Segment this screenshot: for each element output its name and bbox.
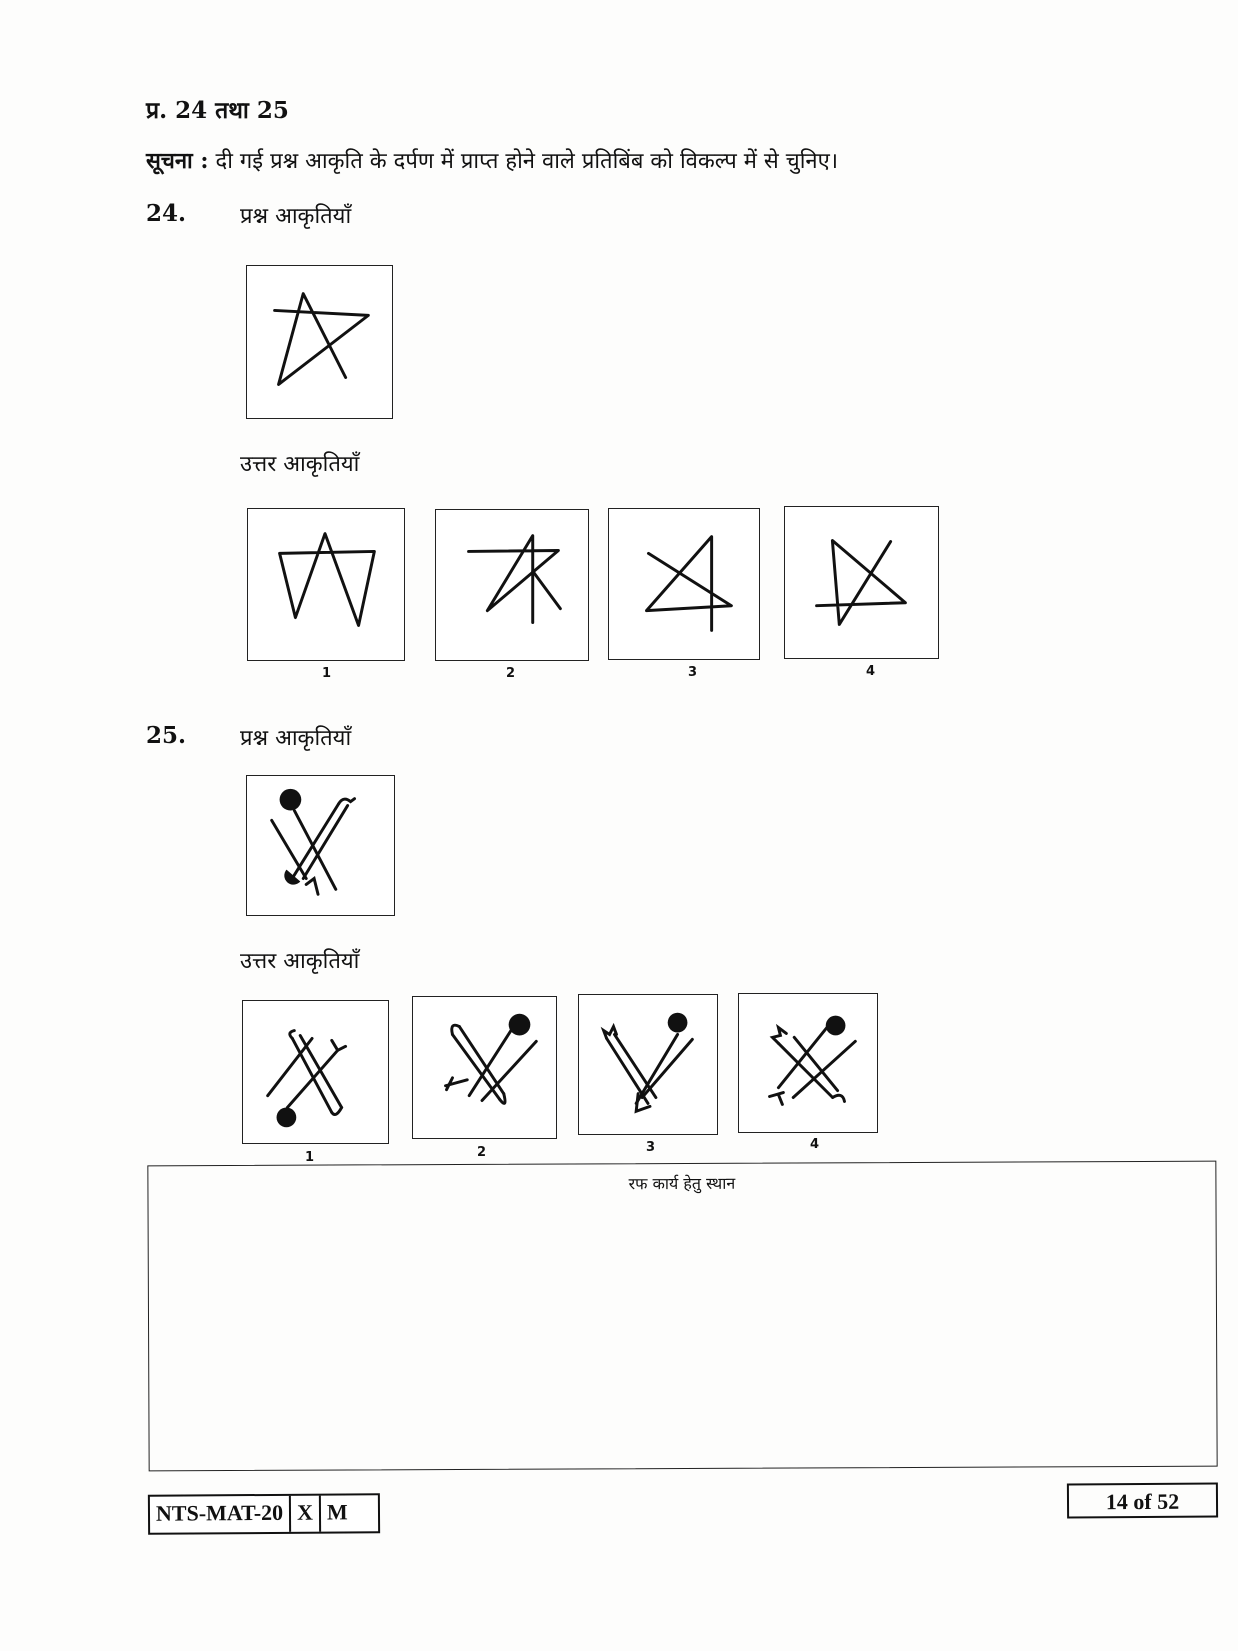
safety-pin-figure (600, 1012, 694, 1114)
q24-option-1[interactable] (247, 508, 405, 661)
safety-pin-figure (270, 788, 356, 896)
q25-option-2-label: 2 (477, 1145, 487, 1160)
medium-code: M (326, 1499, 348, 1525)
instruction: सूचना : दी गई प्रश्न आकृति के दर्पण में … (146, 145, 838, 175)
question-25-answer-label: उत्तर आकृतियाँ (240, 949, 360, 974)
star-figure (273, 292, 370, 386)
safety-pin-figure (444, 1013, 538, 1105)
question-24-figure (246, 265, 393, 419)
q25-option-4-label: 4 (810, 1137, 820, 1152)
q25-option-1-label: 1 (305, 1150, 315, 1165)
rough-work-label: रफ कार्य हेतु स्थान (628, 1173, 736, 1194)
q24-option-3-label: 3 (688, 665, 698, 680)
star-figure (278, 532, 376, 627)
section-heading: प्र. 24 तथा 25 (146, 97, 289, 124)
rough-work-area[interactable]: रफ कार्य हेतु स्थान (147, 1160, 1218, 1472)
q25-option-3[interactable] (578, 994, 718, 1135)
star-figure (645, 535, 733, 632)
q24-option-4[interactable] (784, 506, 939, 659)
star-figure (815, 539, 907, 626)
question-25-figure-label: प्रश्न आकृतियाँ (240, 726, 352, 751)
paper-code-box: NTS-MAT-20 X M (147, 1493, 380, 1535)
q24-option-3[interactable] (608, 508, 760, 660)
safety-pin-figure (768, 1015, 857, 1106)
page-number: 14 of 52 (1066, 1482, 1219, 1519)
question-24-figure-label: प्रश्न आकृतियाँ (240, 204, 352, 229)
q25-option-3-label: 3 (646, 1140, 656, 1155)
q25-option-4[interactable] (738, 993, 878, 1133)
question-24-number: 24. (146, 200, 187, 227)
safety-pin-figure (266, 1029, 348, 1128)
q24-option-1-label: 1 (322, 666, 332, 681)
instruction-label: सूचना : (146, 148, 209, 174)
q24-option-2[interactable] (435, 509, 589, 661)
class-code: X (290, 1495, 322, 1532)
q25-option-2[interactable] (412, 996, 557, 1139)
question-25-figure (246, 775, 395, 916)
q24-option-2-label: 2 (506, 666, 516, 681)
instruction-text: दी गई प्रश्न आकृति के दर्पण में प्राप्त … (215, 149, 839, 174)
q24-option-4-label: 4 (866, 664, 876, 679)
star-figure (467, 534, 562, 624)
question-25-number: 25. (146, 722, 187, 749)
q25-option-1[interactable] (242, 1000, 389, 1144)
question-24-answer-label: उत्तर आकृतियाँ (240, 452, 360, 477)
paper-code: NTS-MAT-20 (149, 1495, 292, 1533)
